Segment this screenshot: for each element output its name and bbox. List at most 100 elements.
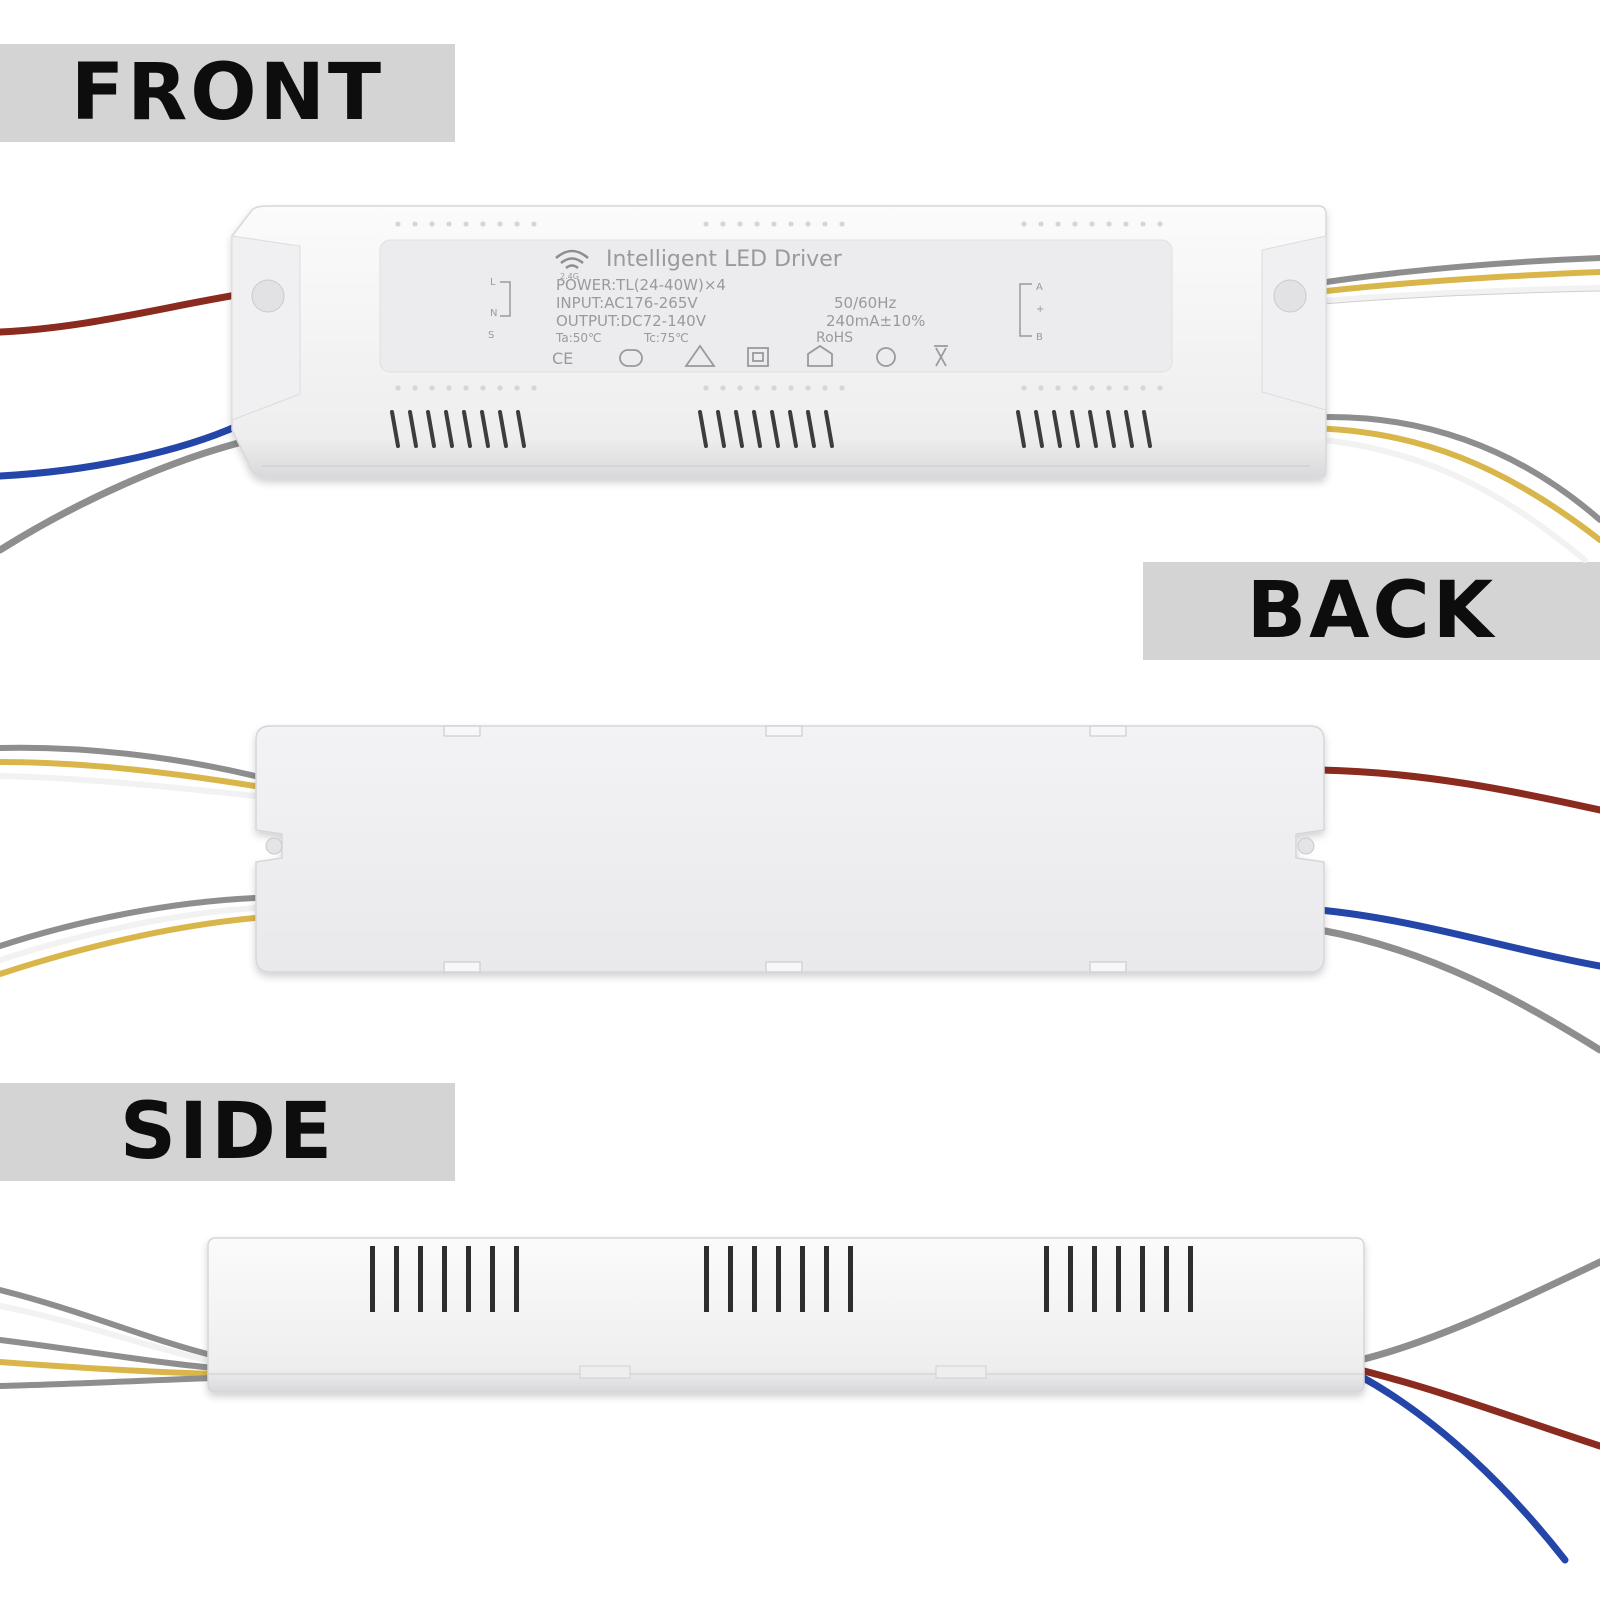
front-banner: FRONT [0,44,455,142]
side-tab-1 [579,1365,631,1379]
front-vent-slot [1016,410,1026,448]
terminal-a: A [1036,282,1043,293]
side-vent-slot [824,1246,829,1312]
back-left-screw-slot [265,837,283,855]
front-bottom-vent-dot [1055,385,1061,391]
label-power: POWER:TL(24-40W)×4 [556,276,726,294]
side-vent-slot [1188,1246,1193,1312]
front-bottom-vent-dot [1089,385,1095,391]
label-output: OUTPUT:DC72-140V [556,312,707,330]
front-bottom-vent-dot [839,385,845,391]
side-vent-slots [370,1246,1193,1312]
side-vent-slot [728,1246,733,1312]
indoor-use-icon [807,344,833,367]
front-bottom-vent-dot [1072,385,1078,391]
front-vent-slot [824,410,834,448]
label-current: 240mA±10% [826,312,925,330]
ce-mark: CE [552,349,573,368]
back-clip-notches [443,725,1127,973]
back-clip-top-2 [765,725,803,737]
cert-icons [619,344,948,367]
front-bottom-vent-dot [514,385,520,391]
front-vent-slot [788,410,798,448]
front-vent-slot [716,410,726,448]
back-clip-top-3 [1089,725,1127,737]
front-vent-slot [1070,410,1080,448]
front-top-vent-dot [839,221,845,227]
front-bottom-vent-dot [720,385,726,391]
front-wire-white-right-top [1297,285,1600,306]
front-bottom-vent-dot [805,385,811,391]
front-vent-slot [734,410,744,448]
back-wire-grey-right [1316,926,1600,1054]
side-wire-grey-left-2 [0,1337,218,1371]
front-top-vent-dot [703,221,709,227]
front-vent-slot [426,410,436,448]
back-clip-bottom-3 [1089,961,1127,973]
front-top-vent-dot [771,221,777,227]
front-top-vent-dot [412,221,418,227]
label-tc: Tc:75℃ [643,331,689,345]
label-rohs: RoHS [816,330,853,346]
side-vent-slot [1140,1246,1145,1312]
front-wire-grey-left [0,436,254,554]
side-vent-slot [800,1246,805,1312]
front-vent-slot [390,410,400,448]
side-wire-grey-right [1356,1258,1600,1364]
front-wire-blue-left [0,416,254,480]
front-top-vent-dot [1055,221,1061,227]
front-top-vent-dot [514,221,520,227]
side-vent-slot [1116,1246,1121,1312]
side-vent-slot [1044,1246,1049,1312]
front-bottom-vent-dot [480,385,486,391]
front-top-vent-dot [463,221,469,227]
front-bottom-vent-dot [703,385,709,391]
back-clip-bottom-1 [443,961,481,973]
front-right-screw-slot [1273,279,1307,313]
side-vent-slot [704,1246,709,1312]
back-right-screw-slot [1297,837,1315,855]
side-vent-slot [394,1246,399,1312]
front-vent-slot [498,410,508,448]
front-bottom-vent-dot [1157,385,1163,391]
front-top-vent-dot [1106,221,1112,227]
back-clip-top-1 [443,725,481,737]
front-bottom-dot-row [395,385,1163,391]
front-top-vent-dot [788,221,794,227]
lamp-icon [619,349,643,367]
front-top-vent-dot [1089,221,1095,227]
label-input: INPUT:AC176-265V [556,294,698,312]
side-vent-slot [1092,1246,1097,1312]
terminal-s: S [488,330,494,341]
front-top-vent-dot [805,221,811,227]
front-top-vent-dot [720,221,726,227]
front-bottom-vent-dot [1038,385,1044,391]
front-right-mount-tab [1261,235,1327,411]
label-ta: Ta:50℃ [555,331,602,345]
front-vent-slot [806,410,816,448]
side-vent-slot [514,1246,519,1312]
side-vent-slot [1068,1246,1073,1312]
front-top-vent-dot [1072,221,1078,227]
front-bottom-vent-dot [1123,385,1129,391]
front-bottom-vent-dot [1140,385,1146,391]
front-vent-slot [462,410,472,448]
front-top-vent-dot [1140,221,1146,227]
front-top-vent-dot [754,221,760,227]
front-top-vent-dot [822,221,828,227]
front-top-vent-dot [395,221,401,227]
front-bottom-vent-dot [412,385,418,391]
side-wire-red-right [1356,1366,1600,1450]
terminal-left-bracket [500,281,511,317]
wifi-icon [555,249,589,270]
side-banner-text: SIDE [119,1087,336,1177]
warning-triangle-icon [684,344,716,367]
front-top-vent-dot [1123,221,1129,227]
terminal-l: L [490,277,496,288]
label-frequency: 50/60Hz [834,294,897,312]
back-wire-yellow-left-top [0,759,258,789]
front-vent-slot [1124,410,1134,448]
weee-bin-icon [934,345,948,367]
back-wire-white-left-top [0,773,258,799]
side-driver-body [207,1237,1365,1393]
